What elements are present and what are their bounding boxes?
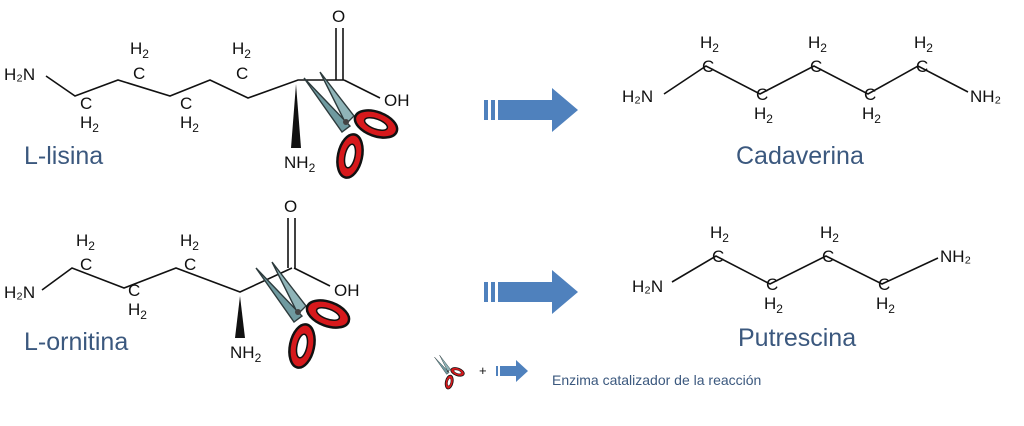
molecule-l-ornitina: H₂N H2 C C H2 H2 C NH2 O OH L-ornitina [4, 197, 360, 372]
atom-h: H2 [820, 223, 839, 245]
atom-nh2: NH₂ [940, 247, 971, 266]
atom-o: O [332, 7, 345, 26]
atom-nh2: NH2 [284, 153, 316, 175]
arrow-right-icon [484, 88, 578, 132]
atom-c: C [822, 247, 834, 266]
atom-h: H2 [710, 223, 729, 245]
arrow-right-icon [496, 360, 528, 382]
atom-h2n: H₂N [622, 87, 653, 106]
atom-h2n: H₂N [4, 65, 35, 84]
atom-o: O [284, 197, 297, 216]
atom-c: C [864, 85, 876, 104]
atom-h: H2 [180, 113, 199, 135]
atom-h: H2 [914, 33, 933, 55]
scissors-icon [434, 354, 466, 391]
atom-h: H2 [808, 33, 827, 55]
legend: + Enzima catalizador de la reacción [434, 354, 761, 391]
molecule-putrescina: H₂N H2 C C H2 H2 C C H2 NH₂ Putrescina [632, 223, 971, 352]
atom-h: H2 [180, 231, 199, 253]
atom-c: C [916, 57, 928, 76]
atom-c: C [810, 57, 822, 76]
legend-plus: + [479, 363, 487, 378]
product-label-putrescina: Putrescina [738, 324, 856, 352]
scissors-icon [302, 70, 403, 182]
atom-oh: OH [384, 91, 410, 110]
atom-c: C [133, 64, 145, 83]
atom-c: C [878, 275, 890, 294]
substrate-label-l-lisina: L-lisina [24, 142, 103, 170]
atom-h: H2 [700, 33, 719, 55]
atom-oh: OH [334, 281, 360, 300]
molecule-l-lisina: H₂N C H2 H2 C C H2 H2 C NH2 O OH L-lisin… [4, 7, 410, 182]
atom-h: H2 [76, 231, 95, 253]
atom-h: H2 [754, 104, 773, 126]
arrow-right-icon [484, 270, 578, 314]
legend-text: Enzima catalizador de la reacción [552, 372, 761, 388]
atom-h: H2 [862, 104, 881, 126]
atom-c: C [80, 94, 92, 113]
atom-h: H2 [80, 113, 99, 135]
atom-nh2: NH2 [230, 343, 262, 365]
product-label-cadaverina: Cadaverina [736, 142, 864, 170]
atom-h: H2 [232, 39, 251, 61]
atom-c: C [184, 255, 196, 274]
atom-h2n: H₂N [4, 283, 35, 302]
atom-h: H2 [130, 39, 149, 61]
atom-nh2: NH₂ [970, 87, 1001, 106]
atom-c: C [128, 281, 140, 300]
atom-c: C [180, 94, 192, 113]
atom-h2n: H₂N [632, 277, 663, 296]
atom-c: C [80, 255, 92, 274]
atom-c: C [236, 64, 248, 83]
atom-h: H2 [128, 300, 147, 322]
atom-c: C [756, 85, 768, 104]
molecule-cadaverina: H₂N H2 C C H2 H2 C C H2 H2 C NH₂ Cadaver… [622, 33, 1001, 170]
atom-c: C [712, 247, 724, 266]
substrate-label-l-ornitina: L-ornitina [24, 328, 128, 356]
atom-c: C [702, 57, 714, 76]
atom-h: H2 [764, 294, 783, 316]
atom-c: C [766, 275, 778, 294]
atom-h: H2 [876, 294, 895, 316]
